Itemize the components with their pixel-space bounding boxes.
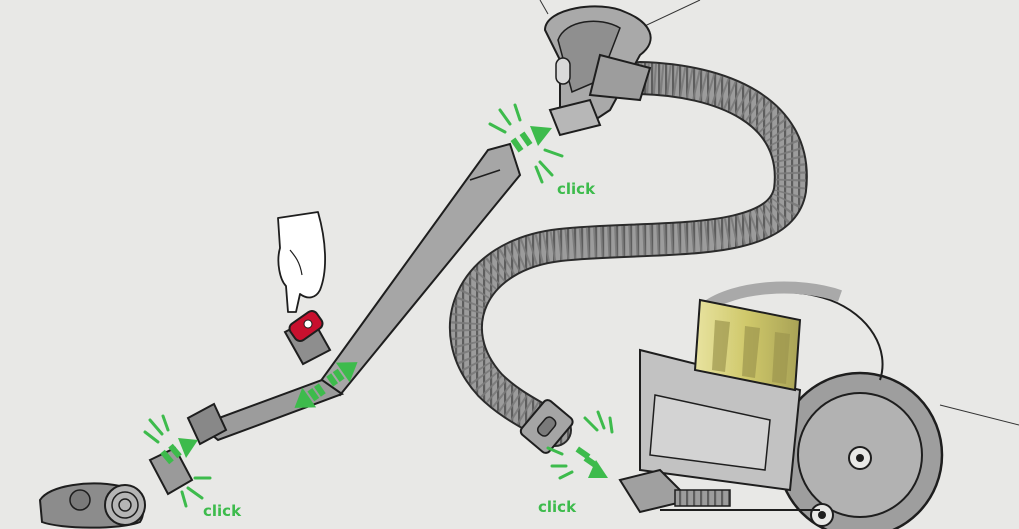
click-label-bottom-left: click (203, 502, 242, 520)
click-label-bottom-center: click (538, 498, 577, 516)
click-label-top: click (557, 180, 596, 198)
handle (545, 6, 651, 135)
cleaner-body (620, 288, 942, 529)
pointing-hand-icon (278, 212, 325, 312)
